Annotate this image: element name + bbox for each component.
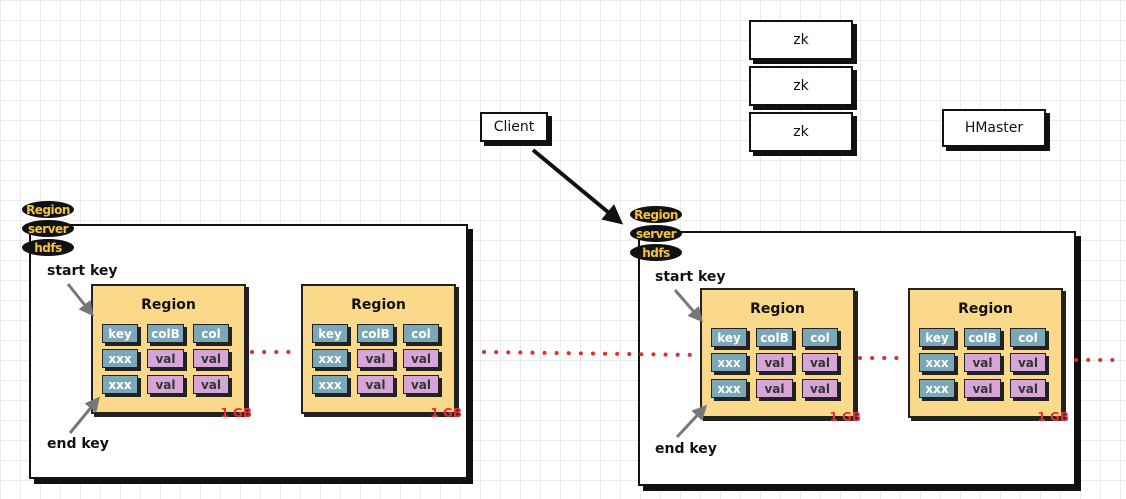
db-label-server: server [635, 226, 677, 241]
region-server-database-icon: Region server hdfs [630, 206, 682, 266]
region-server-database-icon: Region server hdfs [22, 201, 74, 261]
val-cell: val [964, 379, 1001, 398]
colb-cell: colB [357, 324, 394, 343]
val-cell: val [1010, 379, 1046, 398]
region-title: Region [750, 301, 805, 317]
region-1: Region key colB col xxx val val xxx val … [91, 284, 252, 420]
val-cell: val [193, 375, 229, 394]
row-key-cell: xxx [711, 353, 747, 372]
col-cell: col [193, 324, 229, 343]
start-key-arrow [673, 289, 703, 323]
start-key-arrow [66, 283, 94, 317]
key-cell: key [711, 328, 747, 347]
colb-cell: colB [756, 328, 793, 347]
db-label-server: server [27, 221, 69, 236]
val-cell: val [357, 375, 394, 394]
region-server-1: Region key colB col xxx val val xxx val … [29, 224, 468, 479]
region-2: Region key colB col xxx val val xxx val … [301, 284, 462, 420]
end-key-arrow [675, 404, 708, 439]
end-key-label: end key [655, 441, 717, 457]
db-label-hdfs: hdfs [34, 240, 62, 255]
region-size-label: 1 GB [829, 410, 861, 424]
client-label: Client [493, 119, 535, 135]
val-cell: val [1010, 353, 1046, 372]
val-cell: val [403, 375, 439, 394]
zk-node-3: zk [749, 112, 853, 152]
region-server-2: Region key colB col xxx val val xxx val … [638, 231, 1076, 486]
zk-label: zk [793, 78, 809, 94]
val-cell: val [756, 379, 793, 398]
db-label-hdfs: hdfs [642, 245, 670, 260]
val-cell: val [147, 349, 184, 368]
val-cell: val [802, 379, 838, 398]
hmaster-node: HMaster [942, 109, 1046, 147]
row-key-cell: xxx [919, 353, 955, 372]
key-cell: key [919, 328, 955, 347]
colb-cell: colB [964, 328, 1001, 347]
row-key-cell: xxx [312, 349, 348, 368]
row-key-cell: xxx [711, 379, 747, 398]
col-cell: col [403, 324, 439, 343]
region-size-label: 1 GB [430, 406, 462, 420]
val-cell: val [964, 353, 1001, 372]
val-cell: val [357, 349, 394, 368]
colb-cell: colB [147, 324, 184, 343]
key-cell: key [312, 324, 348, 343]
zk-label: zk [793, 32, 809, 48]
row-key-cell: xxx [102, 375, 138, 394]
db-label-region: Region [634, 207, 678, 222]
val-cell: val [147, 375, 184, 394]
region-title: Region [141, 297, 196, 313]
region-3: Region key colB col xxx val val xxx val … [700, 288, 861, 424]
region-4: Region key colB col xxx val val xxx val … [908, 288, 1069, 424]
row-key-cell: xxx [312, 375, 348, 394]
start-key-label: start key [47, 263, 118, 279]
col-cell: col [1010, 328, 1046, 347]
key-cell: key [102, 324, 138, 343]
region-size-label: 1 GB [220, 406, 252, 420]
region-title: Region [351, 297, 406, 313]
region-size-label: 1 GB [1037, 410, 1069, 424]
val-cell: val [193, 349, 229, 368]
dotted-connector [482, 350, 700, 357]
hmaster-label: HMaster [964, 120, 1024, 136]
start-key-label: start key [655, 269, 726, 285]
zk-node-2: zk [749, 66, 853, 106]
client-to-server-arrow [531, 148, 624, 225]
row-key-cell: xxx [919, 379, 955, 398]
val-cell: val [403, 349, 439, 368]
val-cell: val [756, 353, 793, 372]
db-label-region: Region [26, 202, 70, 217]
end-key-label: end key [47, 436, 109, 452]
region-title: Region [958, 301, 1013, 317]
client-node: Client [480, 112, 548, 142]
zk-label: zk [793, 124, 809, 140]
col-cell: col [802, 328, 838, 347]
zk-node-1: zk [749, 20, 853, 60]
row-key-cell: xxx [102, 349, 138, 368]
end-key-arrow [68, 396, 100, 434]
val-cell: val [802, 353, 838, 372]
